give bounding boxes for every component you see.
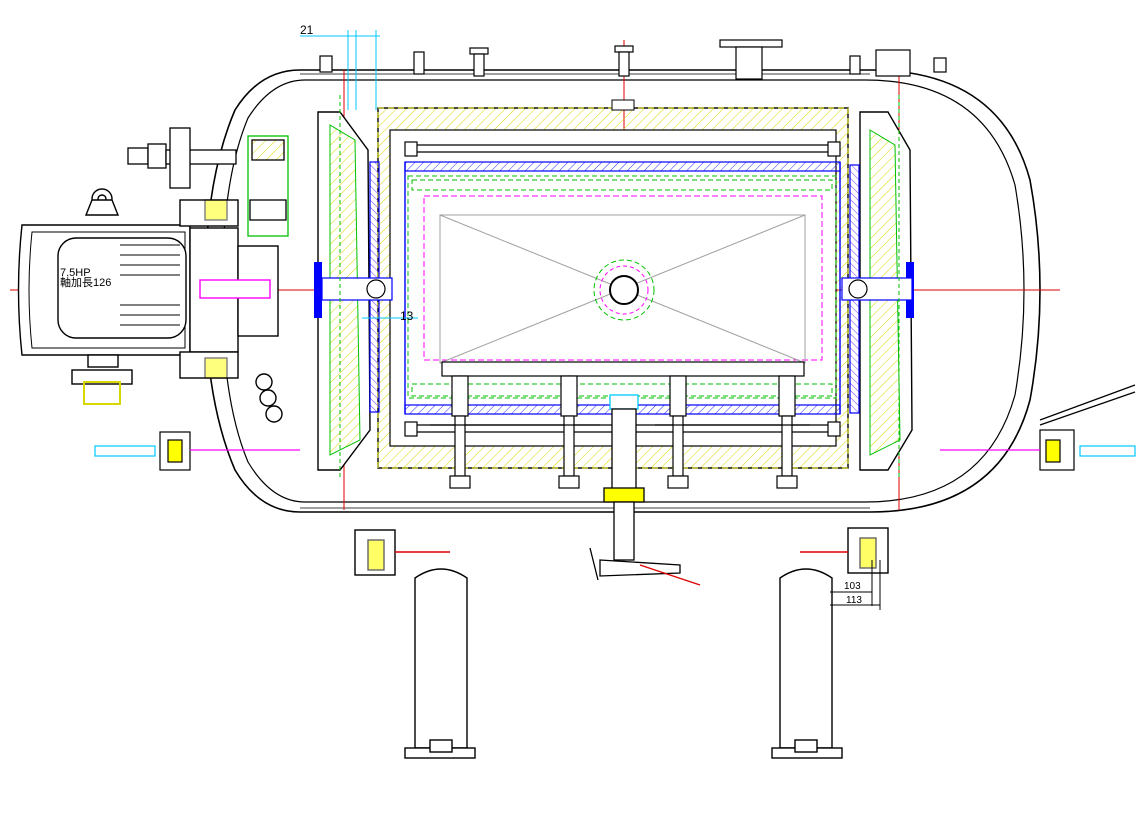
motor-power-label: 7.5HP <box>60 267 91 279</box>
lower-tray <box>441 361 805 377</box>
support-bolts <box>430 375 810 489</box>
upper-left-valve <box>127 127 289 237</box>
left-door <box>314 95 393 480</box>
motor-labels: 7.5HP 軸加長126 <box>60 267 111 289</box>
right-door <box>841 95 914 480</box>
center-hub <box>593 259 655 321</box>
vessel-shell <box>204 69 1041 513</box>
dim-label-leg-a: 103 <box>844 581 861 592</box>
top-nozzles <box>319 39 947 80</box>
support-legs <box>354 527 889 759</box>
motor-shaft-label: 軸加長126 <box>60 275 111 289</box>
rails <box>404 141 841 437</box>
motor-assembly <box>17 188 283 423</box>
magenta-frame <box>423 195 823 361</box>
dim-label-top: 21 <box>300 23 314 37</box>
dimension-lines-black <box>830 560 881 610</box>
dim-label-leg-b: 113 <box>846 595 862 606</box>
drain-pipe <box>589 394 701 586</box>
dim-label-center: 13 <box>400 309 414 323</box>
dimension-lines <box>300 30 418 319</box>
side-nozzles <box>94 384 1136 471</box>
